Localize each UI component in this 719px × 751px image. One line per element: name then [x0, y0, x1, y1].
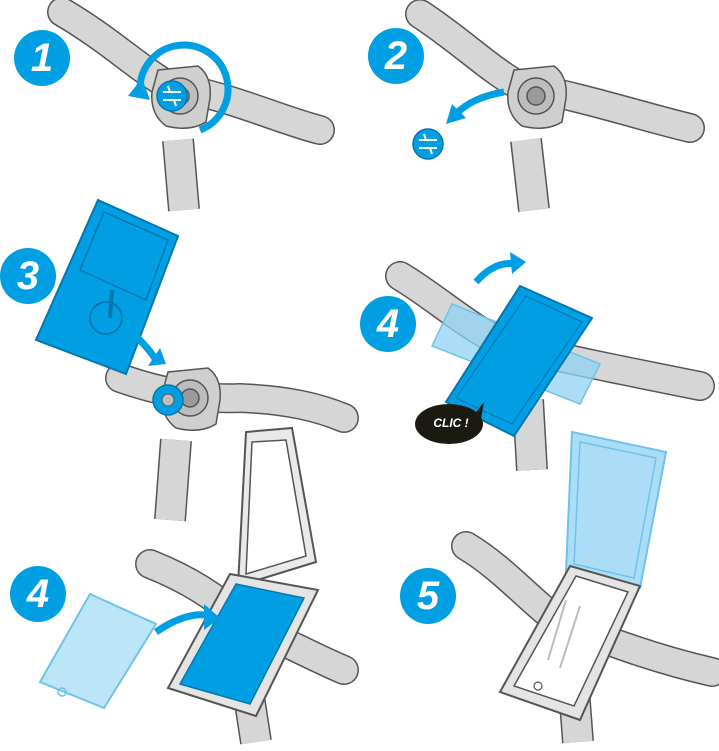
- step-5-badge: 5: [400, 568, 456, 624]
- step-4a-badge: 4: [360, 296, 416, 352]
- case-lid-closing: [566, 432, 666, 588]
- step-5-number: 5: [400, 568, 456, 624]
- step-4b-badge: 4: [10, 566, 66, 622]
- step-2-badge: 2: [368, 28, 424, 84]
- remove-arrow-icon: [456, 92, 504, 114]
- step-4b-number: 4: [10, 566, 66, 622]
- panel-step-5: [466, 432, 712, 742]
- case-lid-open: [238, 428, 316, 586]
- clic-callout-text: CLIC !: [425, 416, 477, 430]
- clic-callout: CLIC !: [413, 402, 487, 454]
- phone-case-back: [36, 200, 178, 374]
- panel-step-2: [413, 14, 690, 210]
- step-1-badge: 1: [14, 30, 70, 86]
- knob-icon: [413, 129, 443, 159]
- knob-icon: [157, 81, 187, 111]
- panel-step-1: [62, 12, 320, 210]
- panel-step-4b: [40, 428, 344, 742]
- step-3-badge: 3: [0, 248, 56, 304]
- step-4a-number: 4: [360, 296, 416, 352]
- step-3-number: 3: [0, 248, 56, 304]
- rotate-arrow-icon: [476, 264, 516, 282]
- step-2-number: 2: [368, 28, 424, 84]
- step-1-number: 1: [14, 30, 70, 86]
